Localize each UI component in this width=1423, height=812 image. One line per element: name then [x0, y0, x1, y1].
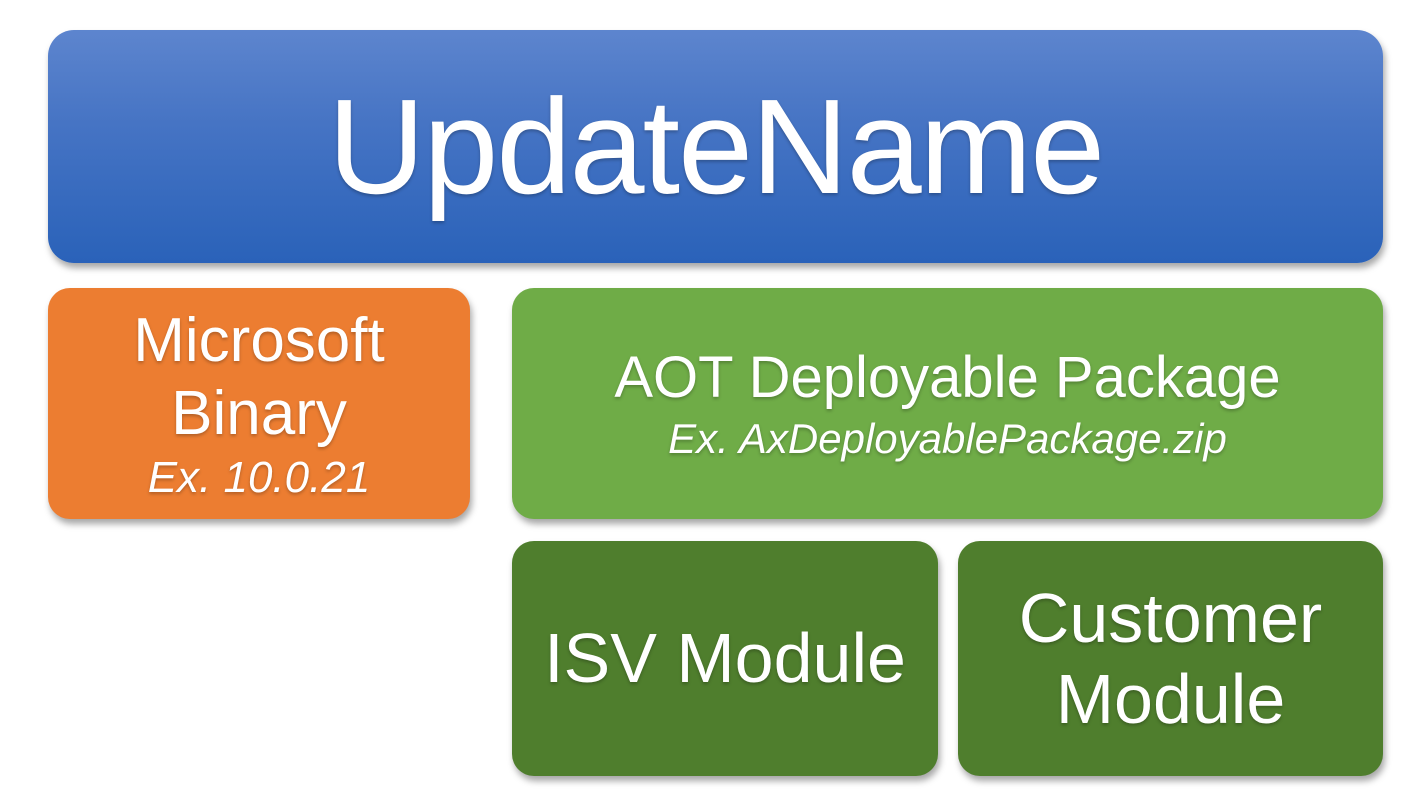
isv-module-box: ISV Module	[512, 541, 938, 776]
microsoft-binary-box: Microsoft Binary Ex. 10.0.21	[48, 288, 470, 519]
update-name-label: UpdateName	[327, 71, 1105, 222]
customer-module-box: Customer Module	[958, 541, 1383, 776]
microsoft-binary-title: Microsoft Binary	[133, 306, 385, 449]
update-name-box: UpdateName	[48, 30, 1383, 263]
aot-deployable-package-title: AOT Deployable Package	[614, 345, 1281, 411]
customer-module-label: Customer Module	[1018, 579, 1323, 738]
aot-deployable-package-example: Ex. AxDeployablePackage.zip	[668, 414, 1227, 462]
isv-module-label: ISV Module	[544, 619, 906, 698]
aot-deployable-package-box: AOT Deployable Package Ex. AxDeployableP…	[512, 288, 1383, 519]
microsoft-binary-example: Ex. 10.0.21	[147, 453, 371, 503]
